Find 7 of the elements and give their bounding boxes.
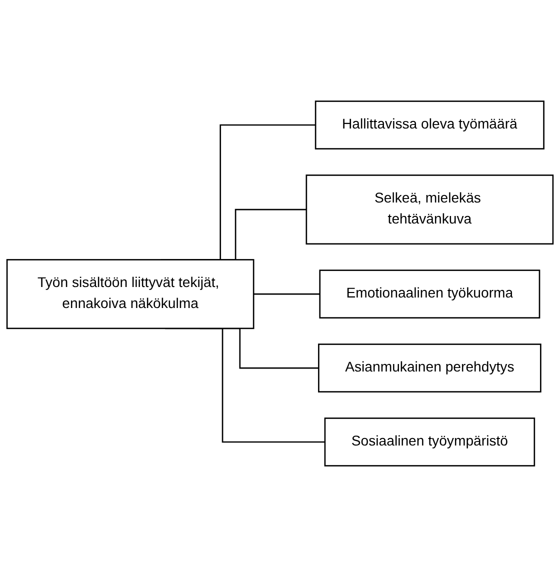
node-box: Emotionaalinen työkuorma	[319, 270, 540, 318]
node-box: Selkeä, mielekäs tehtävänkuva	[306, 174, 554, 245]
node-box: Asianmukainen perehdytys	[318, 344, 542, 392]
node-box: Hallittavissa oleva työmäärä	[314, 100, 544, 150]
node-box: Työn sisältöön liittyvät tekijät, ennakoiva näkökulma	[6, 259, 254, 330]
connector	[254, 293, 320, 295]
node-box: Sosiaalinen työympäristö	[324, 418, 536, 466]
